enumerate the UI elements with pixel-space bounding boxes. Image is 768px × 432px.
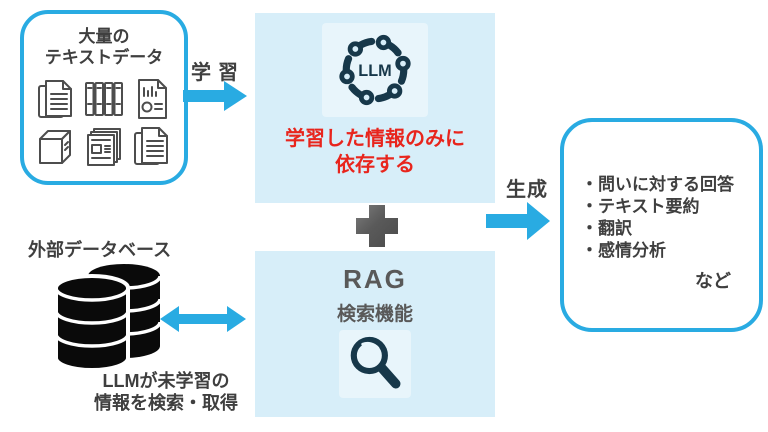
- text-data-title-line2: テキストデータ: [44, 48, 164, 67]
- document-icon-grid: [32, 76, 176, 170]
- report-chart-icon: [138, 79, 167, 119]
- documents-icon: [134, 127, 168, 165]
- llm-box: LLM 学習した情報のみに 依存する: [255, 13, 495, 203]
- output-item-summary: ・テキスト要約: [581, 197, 700, 216]
- learn-label: 学習: [191, 62, 245, 84]
- binders-icon: [85, 82, 123, 116]
- newspapers-icon: [87, 128, 121, 166]
- learn-arrow-icon: [183, 81, 247, 111]
- output-item-translation: ・翻訳: [581, 219, 632, 238]
- generate-label: 生成: [506, 179, 548, 201]
- llm-caption-line2: 依存する: [335, 154, 415, 176]
- book-icon: [39, 130, 71, 164]
- rag-subtitle: 検索機能: [336, 304, 413, 325]
- magnifier-icon: [350, 336, 401, 389]
- output-item-qa: ・問いに対する回答: [581, 175, 734, 194]
- llm-icon-label: LLM: [358, 62, 391, 80]
- magnifier-icon-chip: [339, 330, 411, 398]
- output-list: ・問いに対する回答 ・テキスト要約 ・翻訳 ・感情分析: [564, 122, 759, 262]
- output-box: ・問いに対する回答 ・テキスト要約 ・翻訳 ・感情分析 など: [560, 118, 763, 332]
- llm-caption-line1: 学習した情報のみに: [285, 128, 465, 150]
- database-caption-line2: 情報を検索・取得: [94, 393, 238, 413]
- llm-caption: 学習した情報のみに 依存する: [255, 126, 495, 178]
- database-caption: LLMが未学習の 情報を検索・取得: [58, 370, 274, 414]
- documents-icon: [38, 80, 72, 118]
- rag-box: RAG 検索機能: [255, 251, 495, 417]
- text-data-box: 大量の テキストデータ: [20, 10, 188, 185]
- rag-title: RAG: [343, 264, 407, 294]
- output-etc-label: など: [695, 271, 731, 291]
- bidirectional-arrow-icon: [160, 306, 246, 332]
- plus-icon: [356, 205, 398, 247]
- database-icon: [54, 264, 162, 372]
- llm-network-icon: LLM: [339, 34, 411, 106]
- text-data-title-line1: 大量の: [78, 27, 130, 46]
- database-caption-line1: LLMが未学習の: [102, 371, 230, 391]
- text-data-title: 大量の テキストデータ: [24, 26, 184, 68]
- external-database-label: 外部データベース: [28, 240, 172, 260]
- llm-icon-chip: LLM: [322, 23, 428, 117]
- generate-arrow-icon: [486, 202, 550, 240]
- output-item-sentiment: ・感情分析: [581, 241, 666, 260]
